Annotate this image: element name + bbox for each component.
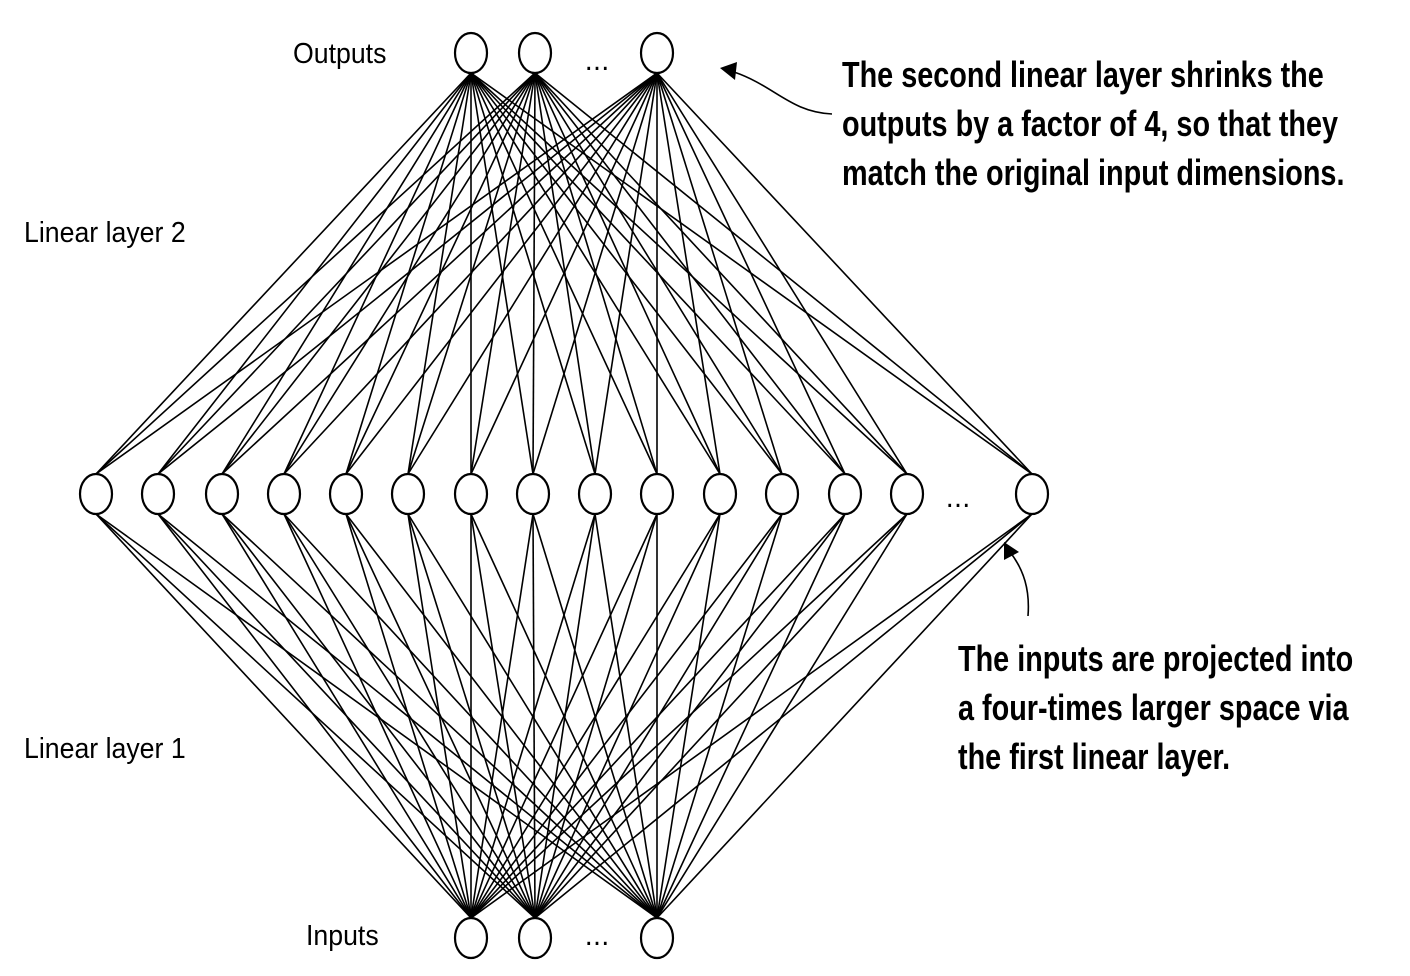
connection-lines	[95, 72, 1033, 919]
layer-1-connection	[534, 513, 596, 919]
linear-layer-1-label: Linear layer 1	[24, 733, 186, 765]
hidden-node	[764, 472, 800, 516]
hidden-node	[140, 472, 176, 516]
layer-2-connection	[95, 72, 472, 475]
linear-layer-2-label: Linear layer 2	[24, 217, 186, 249]
top-annotation-line: match the original input dimensions.	[842, 152, 1345, 193]
layer-1-connection	[470, 513, 536, 919]
layer-2-connection	[470, 72, 846, 475]
bottom-annotation: The inputs are projected into a four-tim…	[958, 634, 1353, 781]
layer-2-connection	[534, 72, 596, 475]
layer-2-connection	[656, 72, 1033, 475]
layer-2-connection	[656, 72, 908, 475]
layer-1-connection	[470, 513, 721, 919]
layer-1-connection	[283, 513, 472, 919]
hidden-node	[702, 472, 738, 516]
layer-2-connection	[470, 72, 721, 475]
layer-2-connection	[656, 72, 783, 475]
output-ellipsis: ...	[585, 47, 610, 77]
layer-2-connection	[470, 72, 1033, 475]
output-node	[517, 31, 553, 75]
hidden-node	[889, 472, 925, 516]
bottom-annotation-line: The inputs are projected into	[958, 638, 1354, 679]
hidden-node	[1014, 472, 1050, 516]
layer-2-connection	[221, 72, 472, 475]
layer-2-connection	[283, 72, 536, 475]
layer-1-connection	[534, 513, 908, 919]
layer-1-connection	[470, 513, 596, 919]
layer-2-connection	[534, 72, 1033, 475]
hidden-node	[78, 472, 114, 516]
hidden-node	[577, 472, 613, 516]
top-annotation: The second linear layer shrinks the outp…	[842, 50, 1344, 197]
layer-1-connection	[470, 513, 534, 919]
layer-2-connection	[470, 72, 783, 475]
layer-1-connection	[534, 513, 1033, 919]
input-node	[453, 916, 489, 960]
bottom-annotation-line: the first linear layer.	[958, 736, 1231, 777]
layer-1-connection	[656, 513, 783, 919]
output-node	[453, 31, 489, 75]
layer-2-connection	[470, 72, 536, 475]
layer-1-connection	[470, 513, 658, 919]
layer-2-connection	[470, 72, 596, 475]
layer-1-connection	[221, 513, 472, 919]
top-annotation-line: The second linear layer shrinks the	[842, 54, 1324, 95]
neuron-nodes	[78, 31, 1050, 960]
layer-2-connection	[532, 72, 536, 475]
hidden-ellipsis: ...	[946, 484, 971, 514]
layer-1-connection	[470, 513, 1033, 919]
input-ellipsis: ...	[585, 922, 610, 952]
layer-1-connection	[283, 513, 536, 919]
layer-2-connection	[470, 72, 534, 475]
input-node	[517, 916, 553, 960]
bottom-annotation-arrow	[1004, 542, 1030, 617]
layer-1-connection	[656, 513, 1033, 919]
layer-1-connection	[656, 513, 908, 919]
layer-2-connection	[345, 72, 472, 475]
layer-2-connection	[534, 72, 908, 475]
layer-2-connection	[283, 72, 472, 475]
layer-2-connection	[157, 72, 472, 475]
hidden-node	[639, 472, 675, 516]
top-annotation-arrow	[720, 62, 833, 115]
outputs-label: Outputs	[293, 38, 387, 70]
layer-1-connection	[221, 513, 536, 919]
hidden-node	[204, 472, 240, 516]
layer-2-connection	[470, 72, 908, 475]
layer-1-connection	[157, 513, 658, 919]
layer-1-connection	[470, 513, 783, 919]
layer-1-connection	[470, 513, 846, 919]
hidden-node	[827, 472, 863, 516]
layer-2-connection	[407, 72, 472, 475]
hidden-node	[390, 472, 426, 516]
layer-1-connection	[345, 513, 536, 919]
layer-2-connection	[470, 72, 658, 475]
layer-1-connection	[407, 513, 472, 919]
layer-1-connection	[470, 513, 908, 919]
layer-2-connection	[221, 72, 536, 475]
hidden-node	[328, 472, 364, 516]
bottom-annotation-line: a four-times larger space via	[958, 687, 1349, 728]
layer-1-connection	[532, 513, 536, 919]
hidden-node	[453, 472, 489, 516]
top-annotation-line: outputs by a factor of 4, so that they	[842, 103, 1339, 144]
output-node	[639, 31, 675, 75]
input-node	[639, 916, 675, 960]
layer-1-connection	[157, 513, 472, 919]
hidden-node	[266, 472, 302, 516]
layer-1-connection	[345, 513, 472, 919]
layer-2-connection	[345, 72, 536, 475]
hidden-node	[515, 472, 551, 516]
inputs-label: Inputs	[306, 920, 379, 952]
layer-2-connection	[157, 72, 658, 475]
layer-1-connection	[95, 513, 472, 919]
